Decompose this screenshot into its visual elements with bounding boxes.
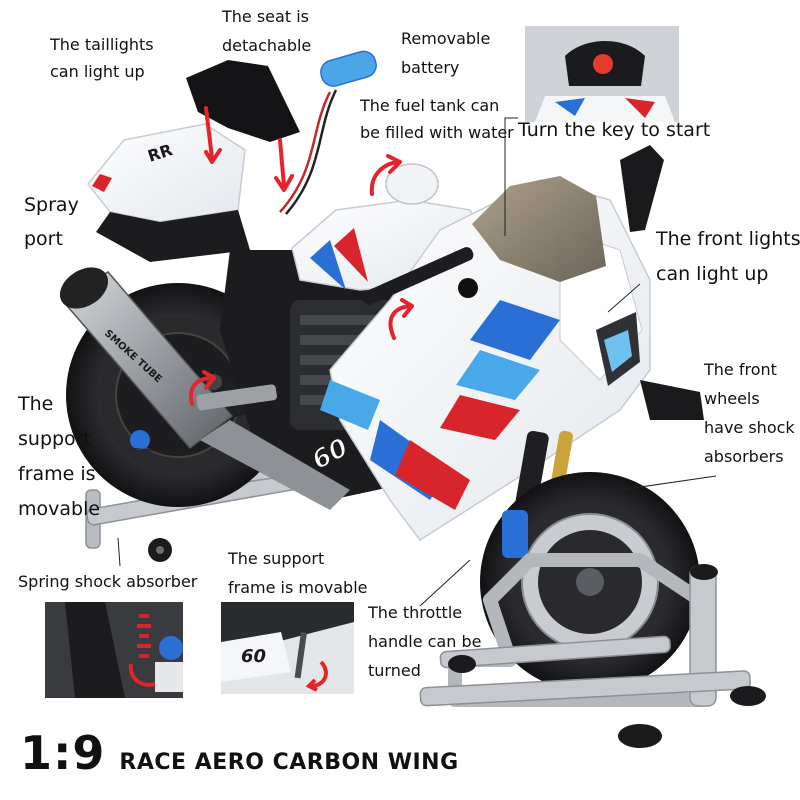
- product-title: 1:9 RACE AERO CARBON WING: [20, 726, 459, 786]
- label-support-left-line-4: movable: [18, 498, 101, 520]
- label-support-bottom-line-1: The support: [228, 549, 325, 568]
- label-throttle-line-1: The throttle: [368, 603, 463, 622]
- inset-kickstand: 60: [221, 602, 354, 694]
- label-spray-line-1: Spray: [24, 194, 79, 216]
- red-arrows: [189, 106, 414, 406]
- label-battery-line-1: Removable: [401, 29, 491, 48]
- label-throttle: The throttle handle can be turned: [368, 605, 481, 679]
- label-spring-line-1: Spring shock absorber: [18, 572, 198, 591]
- label-taillights-line-1: The taillights: [50, 35, 154, 54]
- label-throttle-line-2: handle can be: [368, 632, 482, 651]
- exhaust-muffler: [59, 267, 350, 510]
- label-key: Turn the key to start: [518, 121, 710, 140]
- throttle-handle: [361, 247, 478, 305]
- kickstand-inset-image: 60: [221, 602, 354, 694]
- label-battery-line-2: battery: [401, 58, 460, 77]
- label-front-wheels-line-3: have shock: [704, 418, 795, 437]
- label-seat-line-2: detachable: [222, 36, 312, 55]
- label-spring: Spring shock absorber: [18, 574, 197, 590]
- inset-ignition-key: [525, 26, 679, 122]
- spring-inset-image: [45, 602, 183, 698]
- label-support-bottom-line-2: frame is movable: [228, 578, 368, 597]
- label-front-wheels-line-1: The front: [704, 360, 777, 379]
- label-front-lights-line-1: The front lights: [656, 228, 800, 250]
- inset-spring-shock: [45, 602, 183, 698]
- label-support-left-line-2: support: [18, 428, 91, 450]
- scale-ratio: 1:9: [20, 726, 106, 780]
- svg-text:60: 60: [241, 646, 266, 667]
- model-name: RACE AERO CARBON WING: [119, 750, 459, 775]
- front-paddock-stand: [419, 553, 766, 748]
- label-spray-line-2: port: [24, 228, 63, 250]
- label-throttle-line-3: turned: [368, 661, 421, 680]
- tail-section: [87, 123, 250, 262]
- label-support-frame-bottom: The support frame is movable: [228, 551, 368, 596]
- removable-battery: [279, 50, 377, 215]
- label-front-lights: The front lights can light up: [656, 230, 800, 284]
- label-battery: Removable battery: [401, 31, 490, 76]
- label-fuel-tank-line-2: be filled with water: [360, 123, 514, 142]
- label-front-wheels-line-2: wheels: [704, 389, 760, 408]
- label-taillights-line-2: can light up: [50, 62, 145, 81]
- label-support-frame-left: The support frame is movable: [18, 395, 100, 519]
- label-support-left-line-3: frame is: [18, 463, 96, 485]
- label-key-line-1: Turn the key to start: [518, 119, 711, 141]
- detachable-seat: [186, 60, 300, 142]
- label-support-left-line-1: The: [18, 393, 54, 415]
- label-seat-line-1: The seat is: [222, 7, 309, 26]
- label-front-wheels-line-4: absorbers: [704, 447, 784, 466]
- label-seat: The seat is detachable: [222, 9, 311, 54]
- front-wheel: [480, 472, 700, 692]
- label-taillights: The taillights can light up: [50, 37, 154, 80]
- leader-lines: [117, 117, 717, 607]
- label-fuel-tank-line-1: The fuel tank can: [360, 96, 500, 115]
- label-fuel-tank: The fuel tank can be filled with water: [360, 98, 514, 141]
- label-front-wheels: The front wheels have shock absorbers: [704, 362, 795, 465]
- ignition-inset-image: [525, 26, 679, 122]
- label-front-lights-line-2: can light up: [656, 263, 769, 285]
- label-spray-port: Spray port: [24, 196, 79, 249]
